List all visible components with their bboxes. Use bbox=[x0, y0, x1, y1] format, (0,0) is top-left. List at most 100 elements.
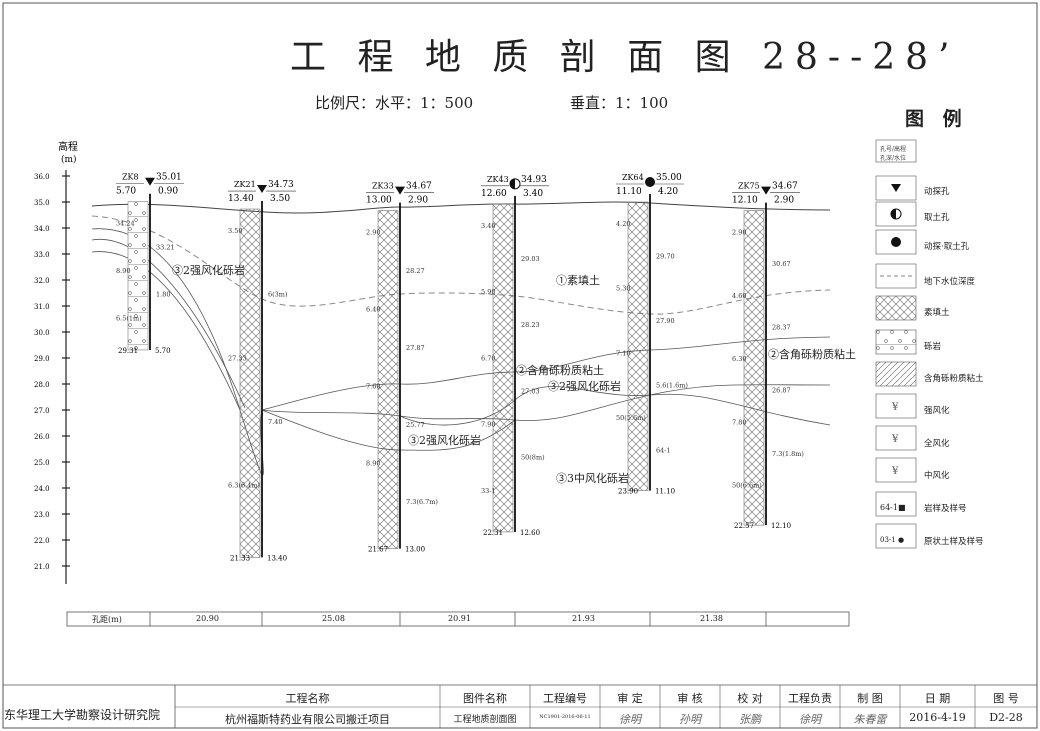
axis-tick-label: 36.0 bbox=[34, 173, 50, 181]
borehole-mark: 33.21 bbox=[156, 243, 175, 251]
axis-tick-label: 21.0 bbox=[34, 563, 50, 571]
legend-label: 含角砾粉质粘土 bbox=[924, 374, 984, 384]
drawing-title: 工 程 地 质 剖 面 图 28--28’ bbox=[290, 37, 960, 78]
bottom-depth: 12.10 bbox=[771, 522, 791, 530]
legend-sample-rock: 64-1■ bbox=[880, 503, 906, 512]
legend-label: 地下水位深度 bbox=[924, 277, 976, 287]
legend-swatch bbox=[875, 425, 917, 451]
axis-tick-label: 23.0 bbox=[34, 511, 50, 519]
axis-tick-label: 29.0 bbox=[34, 355, 50, 363]
dynamic-probe-icon bbox=[891, 184, 901, 192]
legend-label: 动探·取土孔 bbox=[924, 242, 970, 252]
borehole-water-depth: 3.40 bbox=[523, 189, 543, 199]
borehole-id: ZK33 bbox=[372, 182, 394, 191]
distance-value: 21.38 bbox=[700, 614, 723, 623]
stratum-label: ③3中风化砾岩 bbox=[556, 472, 629, 485]
borehole-elevation: 34.67 bbox=[772, 182, 798, 192]
borehole-depth: 11.10 bbox=[616, 187, 642, 197]
borehole-mark: 7.80 bbox=[732, 418, 746, 426]
proof-label: 校 对 bbox=[737, 692, 763, 705]
borehole-mark: 27.90 bbox=[656, 317, 675, 325]
axis-tick-label: 25.0 bbox=[34, 459, 50, 467]
sheet-number: D2-28 bbox=[989, 711, 1023, 724]
borehole-depth: 5.70 bbox=[116, 187, 136, 197]
signature: 张鹏 bbox=[739, 713, 761, 726]
signature: 徐明 bbox=[799, 713, 821, 726]
borehole-mark: 27.87 bbox=[406, 344, 425, 352]
borehole-depth: 13.00 bbox=[366, 196, 392, 206]
borehole-depth: 12.60 bbox=[481, 189, 507, 199]
bottom-depth: 12.60 bbox=[520, 529, 540, 537]
borehole-mark: 7.3(1.8m) bbox=[772, 450, 804, 458]
borehole-water-depth: 2.90 bbox=[774, 196, 794, 206]
dynamic-probe-icon bbox=[761, 186, 771, 195]
borehole-mark: 7.60 bbox=[366, 383, 380, 391]
axis-unit: (m) bbox=[61, 154, 77, 165]
axis-tick-label: 22.0 bbox=[34, 537, 50, 545]
borehole-mark: 8.90 bbox=[366, 460, 380, 468]
dynamic-probe-icon bbox=[395, 186, 405, 195]
date-label: 日 期 bbox=[924, 692, 951, 705]
axis-tick-label: 28.0 bbox=[34, 381, 50, 389]
bottom-elevation: 21.67 bbox=[368, 546, 388, 554]
borehole-depth: 12.10 bbox=[732, 196, 758, 206]
bottom-elevation: 22.57 bbox=[734, 522, 754, 530]
borehole-water-depth: 0.90 bbox=[158, 187, 178, 197]
bottom-elevation: 23.90 bbox=[618, 488, 638, 496]
borehole-elevation: 34.73 bbox=[268, 180, 294, 190]
legend-label: 取土孔 bbox=[924, 213, 950, 223]
legend-swatch bbox=[875, 201, 917, 227]
borehole-mark: 26.87 bbox=[772, 387, 791, 395]
signature: 朱春雷 bbox=[853, 713, 887, 726]
dynamic-probe-icon bbox=[145, 177, 155, 186]
distance-value: 21.93 bbox=[572, 614, 595, 623]
distance-value: 20.90 bbox=[196, 614, 219, 623]
legend-label: 岩样及样号 bbox=[924, 504, 967, 514]
borehole-id: ZK21 bbox=[234, 180, 256, 189]
project-no-label: 工程编号 bbox=[543, 692, 587, 705]
axis-tick-label: 33.0 bbox=[34, 251, 50, 259]
legend-sample-soil: 03-1 ● bbox=[880, 536, 905, 544]
signature: 徐明 bbox=[619, 713, 641, 726]
stratum-label: ③2强风化砾岩 bbox=[408, 434, 481, 447]
bottom-depth: 11.10 bbox=[655, 488, 675, 496]
legend-label: 素填土 bbox=[924, 308, 950, 318]
borehole-water-depth: 3.50 bbox=[270, 194, 290, 204]
borehole-mark: 29.03 bbox=[521, 255, 540, 263]
borehole-mark: 3.50 bbox=[228, 227, 242, 235]
bottom-elevation: 29.31 bbox=[118, 347, 138, 355]
legend-swatch bbox=[875, 393, 917, 419]
scale-vertical: 垂直：1：100 bbox=[570, 94, 669, 112]
review-label: 审 定 bbox=[617, 692, 643, 705]
legend-swatch bbox=[875, 457, 917, 483]
borehole-mark: 6.40 bbox=[366, 306, 380, 314]
legend-title: 图 例 bbox=[905, 108, 968, 130]
borehole-mark: 27.33 bbox=[228, 354, 247, 362]
project-name-label: 工程名称 bbox=[285, 692, 330, 705]
borehole-mark: 7.40 bbox=[268, 418, 282, 426]
axis-tick-label: 34.0 bbox=[34, 225, 50, 233]
borehole-column bbox=[239, 208, 261, 558]
borehole-column bbox=[127, 201, 149, 351]
borehole-mark: 30.67 bbox=[772, 260, 791, 268]
borehole-mark: 4.60 bbox=[732, 292, 746, 300]
axis-tick-label: 27.0 bbox=[34, 407, 50, 415]
weathering-icon: ¥ bbox=[891, 402, 899, 413]
elevation-ticks: 36.035.034.033.032.031.030.029.028.027.0… bbox=[34, 173, 70, 571]
legend-swatch bbox=[875, 361, 917, 387]
bottom-elevation: 22.31 bbox=[483, 529, 503, 537]
legend-label: 全风化 bbox=[924, 439, 950, 449]
dynamic-probe-icon bbox=[257, 185, 267, 194]
borehole-elevation: 34.93 bbox=[521, 175, 547, 185]
borehole-mark: 5.90 bbox=[481, 288, 495, 296]
weathering-icon: ¥ bbox=[891, 466, 899, 477]
legend-label: 砾岩 bbox=[924, 342, 942, 352]
legend-label: 原状土样及样号 bbox=[924, 537, 984, 547]
borehole-water-depth: 4.20 bbox=[658, 187, 678, 197]
